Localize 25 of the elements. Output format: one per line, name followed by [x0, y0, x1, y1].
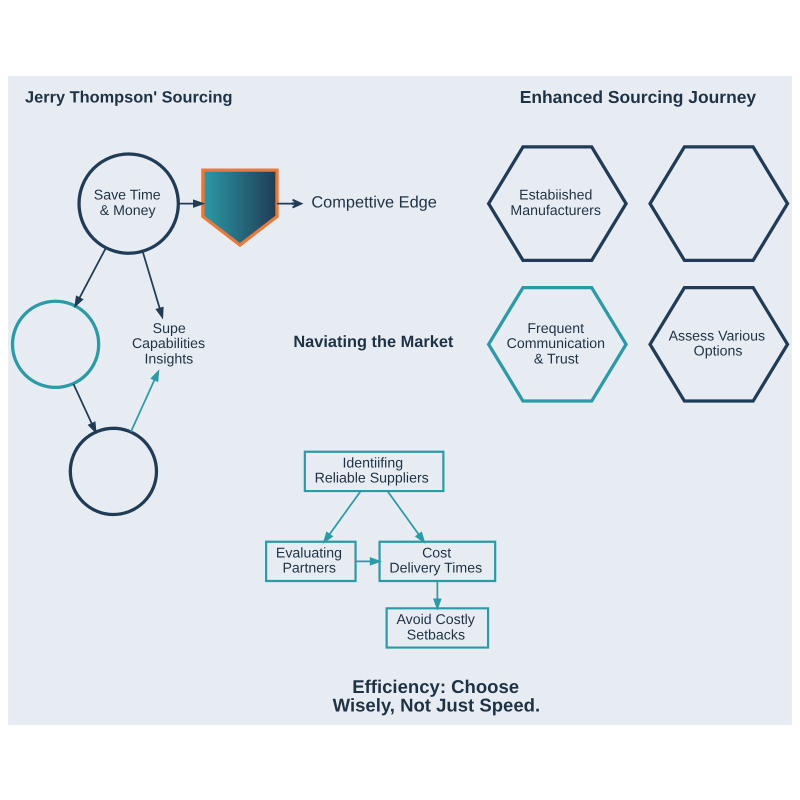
node-circle	[68, 426, 158, 516]
node-hexagon	[648, 144, 790, 262]
label: Enhanced Sourcing Journey	[520, 86, 756, 107]
node-box: Cost Delivery Times	[378, 540, 496, 582]
arrow	[386, 490, 426, 544]
node-text: Supe Capabilities Insights	[132, 320, 206, 367]
node-box: Identiifing Reliable Suppliers	[304, 450, 444, 492]
arrow	[74, 246, 107, 308]
arrow	[72, 383, 97, 434]
arrow	[142, 250, 164, 319]
label: Efficiency: Choose Wisely, Not Just Speed.	[332, 675, 540, 715]
arrow	[322, 490, 362, 544]
node-circle	[10, 299, 100, 389]
node-box: Avoid Costly Setbacks	[386, 606, 490, 648]
node-box: Evaluating Partners	[265, 540, 357, 582]
node-circle: Save Time & Money	[77, 152, 180, 254]
arrow	[433, 580, 442, 610]
arrow	[178, 198, 206, 208]
node-shield	[201, 168, 279, 247]
label: Naviating the Market	[293, 332, 454, 351]
node-text: Compettive Edge	[311, 192, 437, 211]
arrow	[130, 368, 160, 432]
arrow	[356, 556, 382, 566]
arrow	[277, 198, 302, 208]
label: Jerry Thompson' Sourcing	[25, 88, 233, 106]
